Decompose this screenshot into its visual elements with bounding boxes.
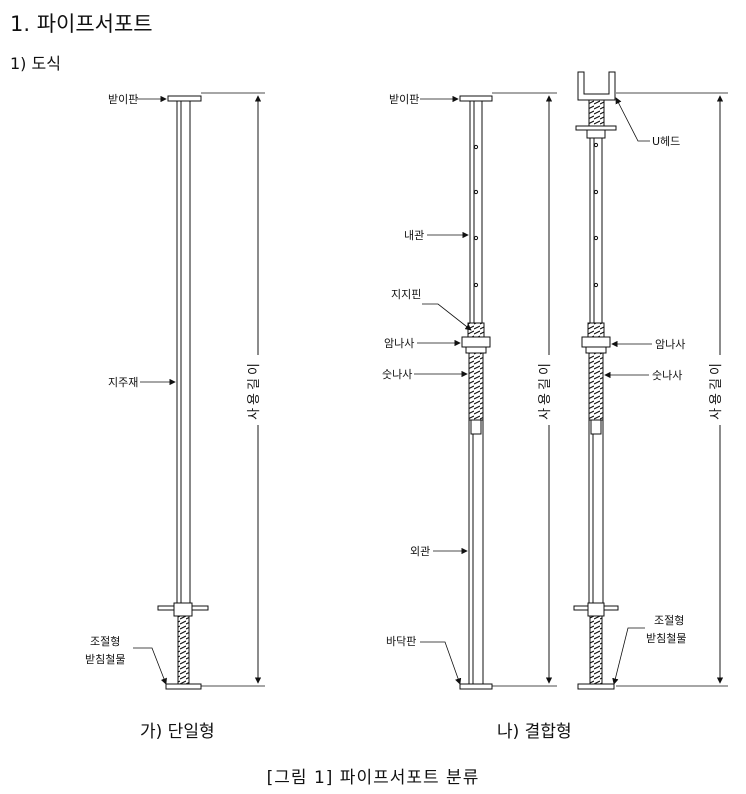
combined-left-use-length-label: 사용길이 xyxy=(538,360,553,420)
single-use-length-label: 사용길이 xyxy=(247,360,262,420)
single-strut-label: 지주재 xyxy=(108,376,138,389)
combined-right-adjust-label-2: 받침철물 xyxy=(646,632,686,645)
combined-right-use-length-label: 사용길이 xyxy=(709,360,724,420)
combined-right-female-nut-label: 암나사 xyxy=(655,338,685,351)
combined-bearing-plate-label: 받이판 xyxy=(389,93,419,106)
combined-left-male-thread-label: 숫나사 xyxy=(382,368,412,381)
single-adjust-label-1: 조절형 xyxy=(90,635,120,648)
single-top-plate xyxy=(167,95,202,102)
single-adjust-label-2: 받침철물 xyxy=(85,653,125,666)
combined-base-plate-label: 바닥판 xyxy=(386,635,416,648)
combined-right-adjust-label-1: 조절형 xyxy=(654,614,684,627)
single-strut xyxy=(176,100,191,607)
u-head-label: U헤드 xyxy=(652,135,680,148)
combined-right-male-thread xyxy=(588,352,604,421)
subsection-heading: 1) 도식 xyxy=(10,54,61,73)
combined-left-outer-pipe xyxy=(468,419,484,685)
combined-support-pin-label: 지지핀 xyxy=(391,288,421,301)
combined-right-base-plate xyxy=(577,683,615,690)
combined-right-female-nut xyxy=(581,336,611,348)
combined-inner-pipe-label: 내관 xyxy=(404,229,424,242)
combined-left-female-nut-label: 암나사 xyxy=(384,337,414,350)
single-threaded-rod xyxy=(177,615,190,685)
combined-left-base-plate xyxy=(459,683,493,690)
combined-left-female-nut xyxy=(461,336,491,348)
figure-caption: [그림 1] 파이프서포트 분류 xyxy=(266,768,480,788)
combined-left-top-plate xyxy=(459,95,493,102)
caption-single-type: 가) 단일형 xyxy=(140,722,215,742)
combined-outer-pipe-label: 외관 xyxy=(410,545,430,558)
section-heading: 1. 파이프서포트 xyxy=(10,12,153,36)
single-bearing-plate-label: 받이판 xyxy=(108,93,138,106)
combined-right-outer-pipe xyxy=(588,419,604,607)
caption-combined-type: 나) 결합형 xyxy=(497,722,572,742)
combined-left-inner-pipe xyxy=(469,100,483,340)
combined-right-male-thread-label: 숫나사 xyxy=(652,369,682,382)
combined-support-left xyxy=(459,95,493,690)
combined-right-u-head xyxy=(577,71,616,101)
single-base-plate xyxy=(165,683,202,690)
combined-support-right xyxy=(573,71,619,690)
single-type-support xyxy=(157,95,209,690)
combined-left-male-thread xyxy=(468,352,484,421)
